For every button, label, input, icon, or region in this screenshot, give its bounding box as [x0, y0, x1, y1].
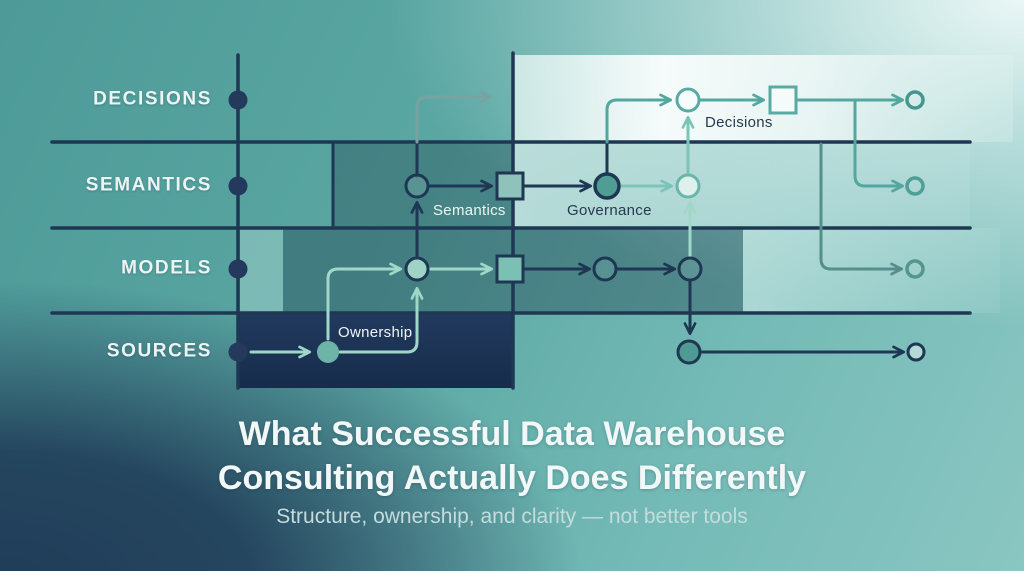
- node-semantics-circle: [404, 173, 430, 199]
- arrow-divider-tap-to-models-output: [819, 142, 904, 276]
- axis-dot-models: [228, 259, 248, 279]
- node-governance-circle: [593, 172, 621, 200]
- annotation-ownership: Ownership: [338, 324, 413, 341]
- node-decisions-square: [768, 85, 798, 115]
- output-ring-decisions: [905, 90, 925, 110]
- arrow-ownership-right-up-to-models: [338, 286, 424, 354]
- node-semantics-square: [495, 171, 525, 201]
- axis-dot-semantics: [228, 176, 248, 196]
- grid-lines: [50, 51, 972, 390]
- page-title-line1: What Successful Data Warehouse: [238, 415, 786, 453]
- flow-arrows: [249, 90, 906, 359]
- axis-dot-decisions: [228, 90, 248, 110]
- output-ring-semantics: [905, 176, 925, 196]
- diagram-nodes: [228, 85, 926, 365]
- row-label-models: MODELS: [121, 257, 212, 279]
- node-models-circle-1: [592, 256, 618, 282]
- node-ownership-circle: [317, 341, 339, 363]
- axis-dot-sources: [228, 342, 248, 362]
- annotation-governance: Governance: [567, 202, 652, 219]
- annotation-semantics: Semantics: [433, 202, 506, 219]
- node-models-square: [495, 254, 525, 284]
- page-title: What Successful Data Warehouse Consultin…: [0, 412, 1024, 500]
- row-label-sources: SOURCES: [106, 340, 212, 362]
- node-sources-merge-circle: [676, 339, 702, 365]
- row-label-decisions: DECISIONS: [93, 88, 212, 110]
- page-subtitle: Structure, ownership, and clarity — not …: [276, 505, 748, 528]
- page-title-line2: Consulting Actually Does Differently: [217, 459, 807, 497]
- output-ring-sources: [906, 342, 926, 362]
- node-models-input-circle: [404, 256, 430, 282]
- node-decisions-circle: [675, 87, 701, 113]
- arrow-ownership-up-to-models: [326, 262, 403, 341]
- arrow-semantics-up-to-decisions-row: [415, 90, 493, 144]
- arrow-governance-up-to-decisions: [605, 93, 673, 144]
- output-ring-models: [905, 259, 925, 279]
- node-models-circle-2: [677, 256, 703, 282]
- node-semantics-open-circle: [675, 173, 701, 199]
- row-label-semantics: SEMANTICS: [85, 174, 212, 196]
- arrow-decisions-branch-to-semantics-output: [853, 98, 905, 193]
- annotation-decisions: Decisions: [705, 114, 773, 131]
